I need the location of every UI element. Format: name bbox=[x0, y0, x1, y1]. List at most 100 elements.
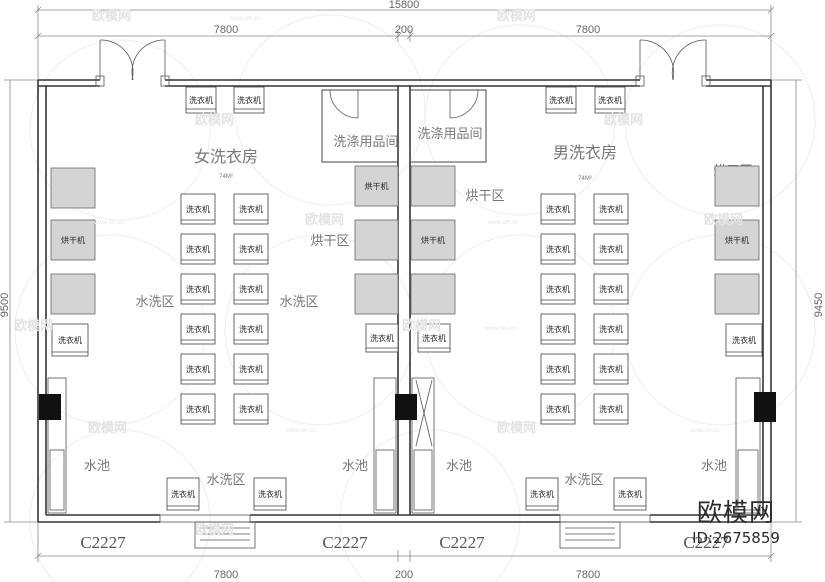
zone-sink-1: 水池 bbox=[84, 459, 110, 474]
dim-top-left-width: 7800 bbox=[214, 24, 238, 36]
washer-19 bbox=[540, 233, 576, 265]
zone-sink-3: 水池 bbox=[446, 459, 472, 474]
brand-stamp-id: ID:2675859 bbox=[692, 529, 780, 547]
dim-bottom-left-width: 7800 bbox=[214, 569, 238, 581]
storage-label-left: 洗涤用品间 bbox=[333, 135, 398, 150]
washer-28 bbox=[593, 393, 629, 425]
washer-label-31: 洗衣机 bbox=[422, 333, 446, 343]
washer-label-8: 洗衣机 bbox=[239, 244, 263, 254]
washer-22 bbox=[593, 273, 629, 305]
zone-washing-left: 水洗区 bbox=[135, 295, 174, 310]
washer-35 bbox=[525, 477, 559, 511]
washer-label-35: 洗衣机 bbox=[530, 489, 554, 499]
washer-5 bbox=[180, 193, 216, 225]
dryer-group: 烘干机烘干机烘干机烘干机 bbox=[50, 165, 760, 315]
washer-21 bbox=[540, 273, 576, 305]
washer-8 bbox=[233, 233, 269, 265]
zone-washing-center: 水洗区 bbox=[279, 295, 318, 310]
dim-right-height: 9450 bbox=[813, 293, 825, 317]
dim-total-width: 15800 bbox=[389, 0, 420, 11]
watermark-brand-4: 欧模网 bbox=[604, 112, 643, 128]
washer-29 bbox=[51, 323, 89, 357]
washer-label-11: 洗衣机 bbox=[186, 324, 210, 334]
washer-label-14: 洗衣机 bbox=[239, 364, 263, 374]
washer-label-29: 洗衣机 bbox=[58, 335, 82, 345]
washer-label-28: 洗衣机 bbox=[599, 404, 623, 414]
watermark-brand-2: 欧模网 bbox=[497, 8, 536, 24]
washer-label-36: 洗衣机 bbox=[618, 489, 642, 499]
watermark-brand-1: 欧模网 bbox=[92, 8, 131, 24]
dryer-6 bbox=[354, 273, 399, 315]
watermark-texts: 欧模网 欧模网 欧模网 欧模网 欧模网 欧模网 欧模网 欧模网 欧模网 欧模网 … bbox=[14, 8, 743, 538]
watermark-url-1: www.om.cn bbox=[229, 16, 261, 22]
washer-20 bbox=[593, 233, 629, 265]
bottom-windows bbox=[159, 514, 651, 549]
washer-13 bbox=[180, 353, 216, 385]
dryer-8 bbox=[410, 219, 456, 261]
washer-label-21: 洗衣机 bbox=[546, 284, 570, 294]
storage-label-right: 洗涤用品间 bbox=[417, 127, 482, 142]
washer-label-3: 洗衣机 bbox=[549, 95, 573, 105]
washer-label-27: 洗衣机 bbox=[546, 404, 570, 414]
washer-23 bbox=[540, 313, 576, 345]
brand-stamp: 欧模网 ID:2675859 bbox=[681, 500, 791, 546]
dryer-3 bbox=[50, 273, 96, 315]
brand-stamp-name: 欧模网 bbox=[696, 498, 775, 527]
dryer-label-8: 烘干机 bbox=[421, 235, 445, 245]
washer-label-22: 洗衣机 bbox=[599, 284, 623, 294]
washer-label-5: 洗衣机 bbox=[186, 204, 210, 214]
dim-bottom-right-width: 7800 bbox=[576, 569, 600, 581]
column-blocks bbox=[39, 392, 776, 422]
dim-center-gap: 200 bbox=[395, 24, 413, 36]
zone-sink-2: 水池 bbox=[342, 459, 368, 474]
washer-label-19: 洗衣机 bbox=[546, 244, 570, 254]
dim-top-right-width: 7800 bbox=[576, 24, 600, 36]
washer-label-2: 洗衣机 bbox=[237, 95, 261, 105]
dryer-5 bbox=[354, 219, 399, 261]
dryer-7 bbox=[410, 165, 456, 207]
washer-12 bbox=[233, 313, 269, 345]
washer-16 bbox=[233, 393, 269, 425]
dryer-9 bbox=[410, 273, 456, 315]
washer-33 bbox=[166, 477, 200, 511]
washer-30 bbox=[365, 323, 399, 353]
entrance-door-left bbox=[95, 39, 170, 87]
dryer-4 bbox=[354, 165, 399, 207]
washer-14 bbox=[233, 353, 269, 385]
dryer-label-11: 烘干机 bbox=[725, 235, 749, 245]
window-label-3: C2227 bbox=[439, 533, 485, 552]
washer-label-6: 洗衣机 bbox=[239, 204, 263, 214]
entrance-door-right bbox=[635, 39, 711, 87]
watermark-brand-8: 欧模网 bbox=[402, 318, 441, 334]
washer-18 bbox=[593, 193, 629, 225]
zone-washing-bottom-right: 水洗区 bbox=[564, 473, 603, 488]
washer-36 bbox=[613, 477, 647, 511]
watermark-url-2: www.om.cn bbox=[93, 220, 125, 226]
washer-label-24: 洗衣机 bbox=[599, 324, 623, 334]
sink-counters bbox=[47, 377, 761, 514]
watermark-url-4: www.om.cn bbox=[484, 326, 516, 332]
washer-24 bbox=[593, 313, 629, 345]
dryer-1 bbox=[50, 167, 96, 209]
window-label-1: C2227 bbox=[80, 533, 126, 552]
watermark-brand-7: 欧模网 bbox=[14, 318, 53, 334]
room-area-men: 74M² bbox=[578, 176, 592, 182]
washer-label-23: 洗衣机 bbox=[546, 324, 570, 334]
watermark-brand-3: 欧模网 bbox=[195, 112, 234, 128]
watermark-brand-10: 欧模网 bbox=[497, 420, 536, 436]
window-label-2: C2227 bbox=[322, 533, 368, 552]
watermark-url-6: www.om.cn bbox=[689, 428, 721, 434]
dryer-label-2: 烘干机 bbox=[61, 235, 85, 245]
washer-15 bbox=[180, 393, 216, 425]
washer-label-1: 洗衣机 bbox=[189, 95, 213, 105]
washer-31 bbox=[417, 323, 451, 353]
dryer-label-4: 烘干机 bbox=[365, 181, 389, 191]
watermark-brand-5: 欧模网 bbox=[305, 212, 344, 228]
washer-label-20: 洗衣机 bbox=[599, 244, 623, 254]
washer-34 bbox=[253, 477, 287, 511]
watermark-brand-11: 欧模网 bbox=[195, 522, 234, 538]
washer-26 bbox=[593, 353, 629, 385]
window-label-4: C2227 bbox=[683, 533, 729, 552]
washer-label-10: 洗衣机 bbox=[239, 284, 263, 294]
washer-label-17: 洗衣机 bbox=[546, 204, 570, 214]
